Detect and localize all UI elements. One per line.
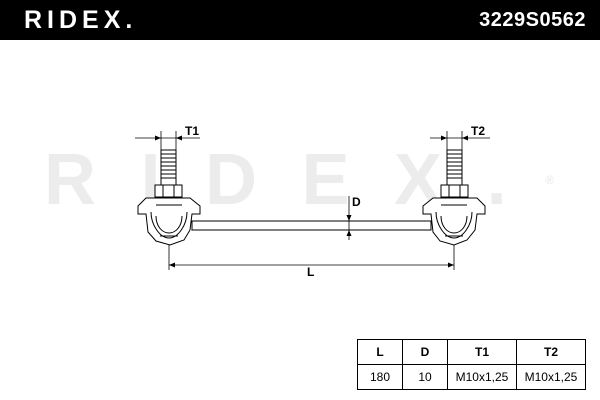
t2-label: T2: [471, 124, 486, 138]
t1-label: T1: [185, 124, 200, 138]
specs-header-cell: T2: [516, 339, 586, 365]
d-label: D: [352, 195, 361, 209]
left-threaded-stud: [160, 149, 177, 186]
specs-header-cell: L: [357, 339, 403, 365]
left-nut: [154, 184, 183, 198]
specs-header-cell: T1: [447, 339, 517, 365]
t2-dimension: [430, 131, 490, 150]
l-dimension: [168, 245, 455, 270]
brand-logo: RIDEX.: [24, 6, 138, 34]
specs-value-cell: M10x1,25: [447, 364, 517, 390]
left-ball-joint: [137, 197, 201, 246]
l-label: L: [307, 265, 315, 279]
specs-header-row: L D T1 T2: [357, 339, 586, 365]
specs-table: L D T1 T2 180 10 M10x1,25 M10x1,25: [357, 339, 586, 390]
specs-value-row: 180 10 M10x1,25 M10x1,25: [357, 364, 586, 390]
d-dimension: [346, 196, 352, 240]
specs-value-cell: 10: [402, 364, 448, 390]
part-number: 3229S0562: [479, 9, 586, 31]
t1-dimension: [135, 131, 200, 150]
specs-value-cell: M10x1,25: [516, 364, 586, 390]
connecting-rod: [191, 220, 432, 231]
right-nut: [440, 184, 469, 198]
right-threaded-stud: [446, 149, 463, 186]
specs-header-cell: D: [402, 339, 448, 365]
specs-value-cell: 180: [357, 364, 403, 390]
stabiliser-link-drawing: [135, 131, 490, 270]
header-bar: RIDEX. 3229S0562: [0, 0, 600, 40]
right-ball-joint: [422, 197, 486, 246]
